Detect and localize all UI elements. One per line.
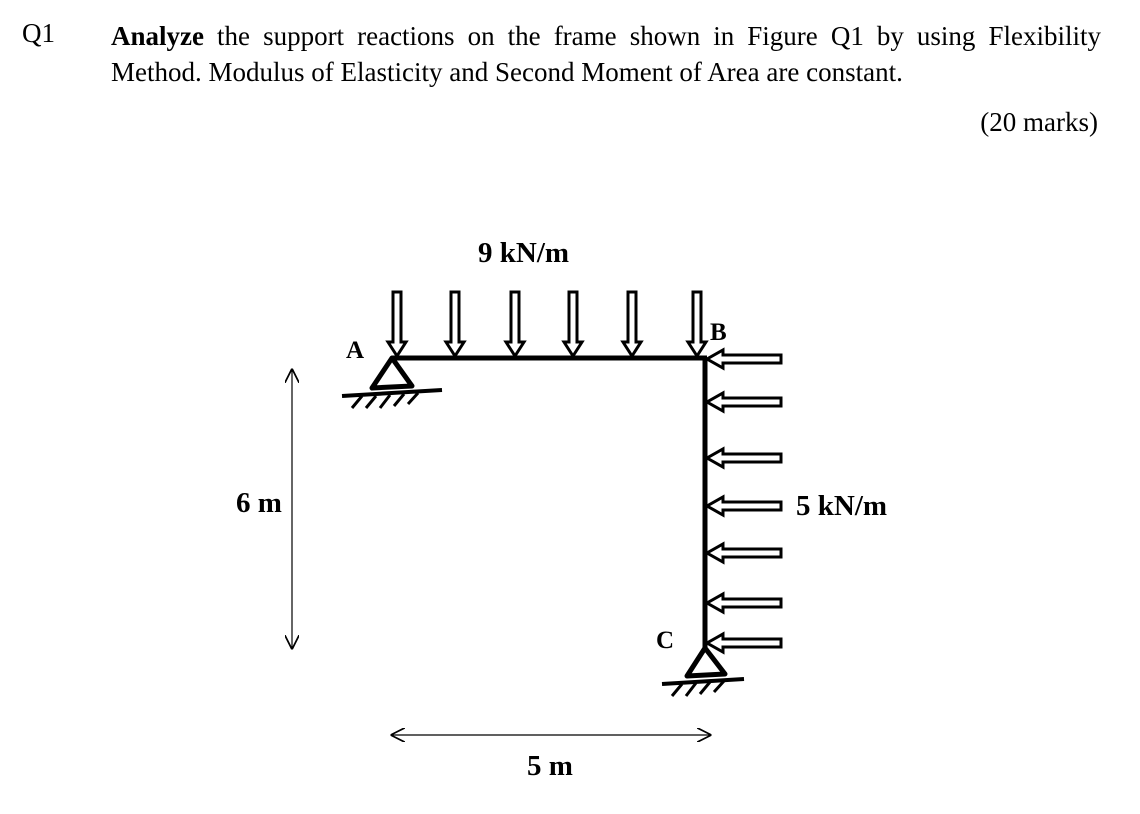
load-arrow-down	[685, 290, 709, 359]
load-arrow-left	[703, 541, 783, 565]
load-arrow-down	[443, 290, 467, 359]
load-arrow-left	[703, 347, 783, 371]
span-label: 5 m	[527, 750, 573, 782]
pin-support-c	[661, 645, 745, 697]
load-arrow-down	[503, 290, 527, 359]
question-lead-bold: Analyze	[111, 21, 204, 51]
load-arrow-down	[385, 290, 409, 359]
load-arrow-left	[703, 390, 783, 414]
question-number: Q1	[22, 18, 55, 48]
point-a-label: A	[346, 337, 364, 364]
side-load-label: 5 kN/m	[796, 490, 887, 522]
question-text: Analyze the support reactions on the fra…	[111, 18, 1101, 90]
load-arrow-down	[620, 290, 644, 359]
top-load-label: 9 kN/m	[478, 237, 569, 269]
load-arrow-left	[703, 631, 783, 655]
pin-support-a	[341, 355, 443, 409]
load-arrow-left	[703, 494, 783, 518]
marks-label: (20 marks)	[980, 107, 1098, 137]
load-arrow-left	[703, 591, 783, 615]
question-body: the support reactions on the frame shown…	[111, 21, 1101, 87]
load-arrow-left	[703, 446, 783, 470]
udl-9-arrows	[385, 290, 709, 359]
udl-5-arrows	[703, 347, 783, 655]
point-b-label: B	[710, 319, 727, 346]
point-c-label: C	[656, 627, 674, 654]
load-arrow-down	[561, 290, 585, 359]
height-label: 6 m	[236, 487, 282, 519]
